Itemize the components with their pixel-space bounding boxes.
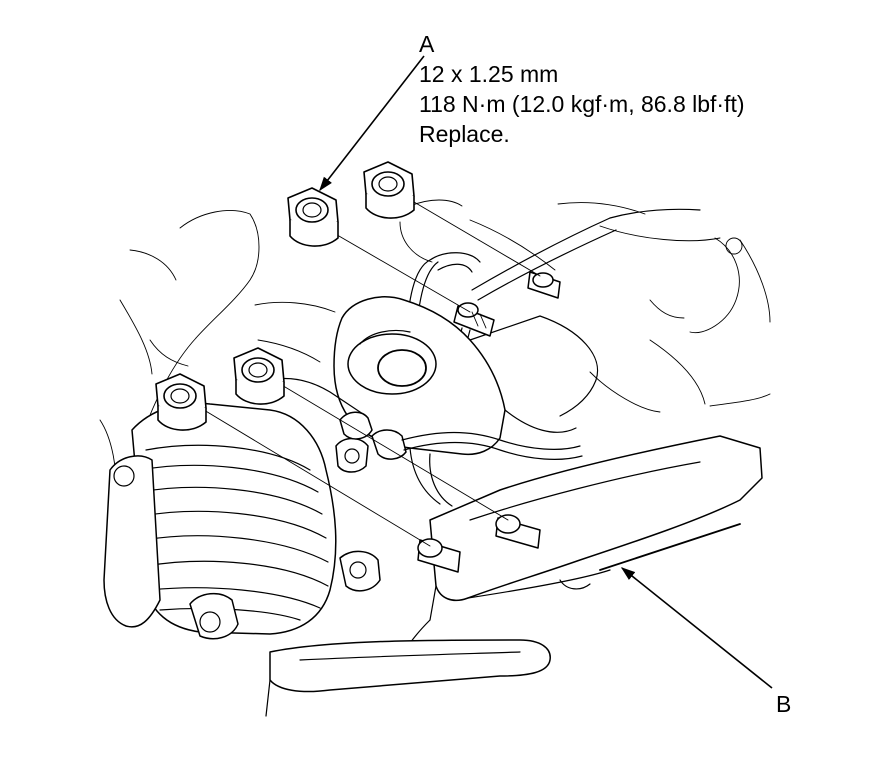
stud-lower-rear (495, 514, 541, 549)
stud-lower-front (417, 538, 461, 573)
cv-boot (131, 402, 337, 635)
callout-a-note: Replace. (419, 121, 510, 147)
flange-nut-1 (287, 187, 339, 247)
lower-bracket (265, 639, 551, 717)
leader-line-b (620, 567, 773, 689)
callout-b-letter: B (776, 691, 792, 717)
callout-a-torque: 118 N·m (12.0 kgf·m, 86.8 lbf·ft) (419, 91, 745, 117)
callout-a-letter: A (419, 31, 435, 57)
install-guides (203, 201, 541, 547)
flange-nut-4 (155, 373, 207, 431)
flange-nut-2 (363, 161, 415, 219)
hub-flange (103, 437, 381, 640)
callout-a-size: 12 x 1.25 mm (419, 61, 559, 87)
chassis-outline (99, 199, 771, 501)
steering-knuckle (333, 296, 599, 507)
stud-upper-rear (527, 271, 561, 299)
flange-nut-3 (233, 347, 285, 405)
stud-upper-front (453, 302, 495, 337)
sensor-harness (269, 377, 583, 460)
leader-line-a (319, 55, 425, 192)
